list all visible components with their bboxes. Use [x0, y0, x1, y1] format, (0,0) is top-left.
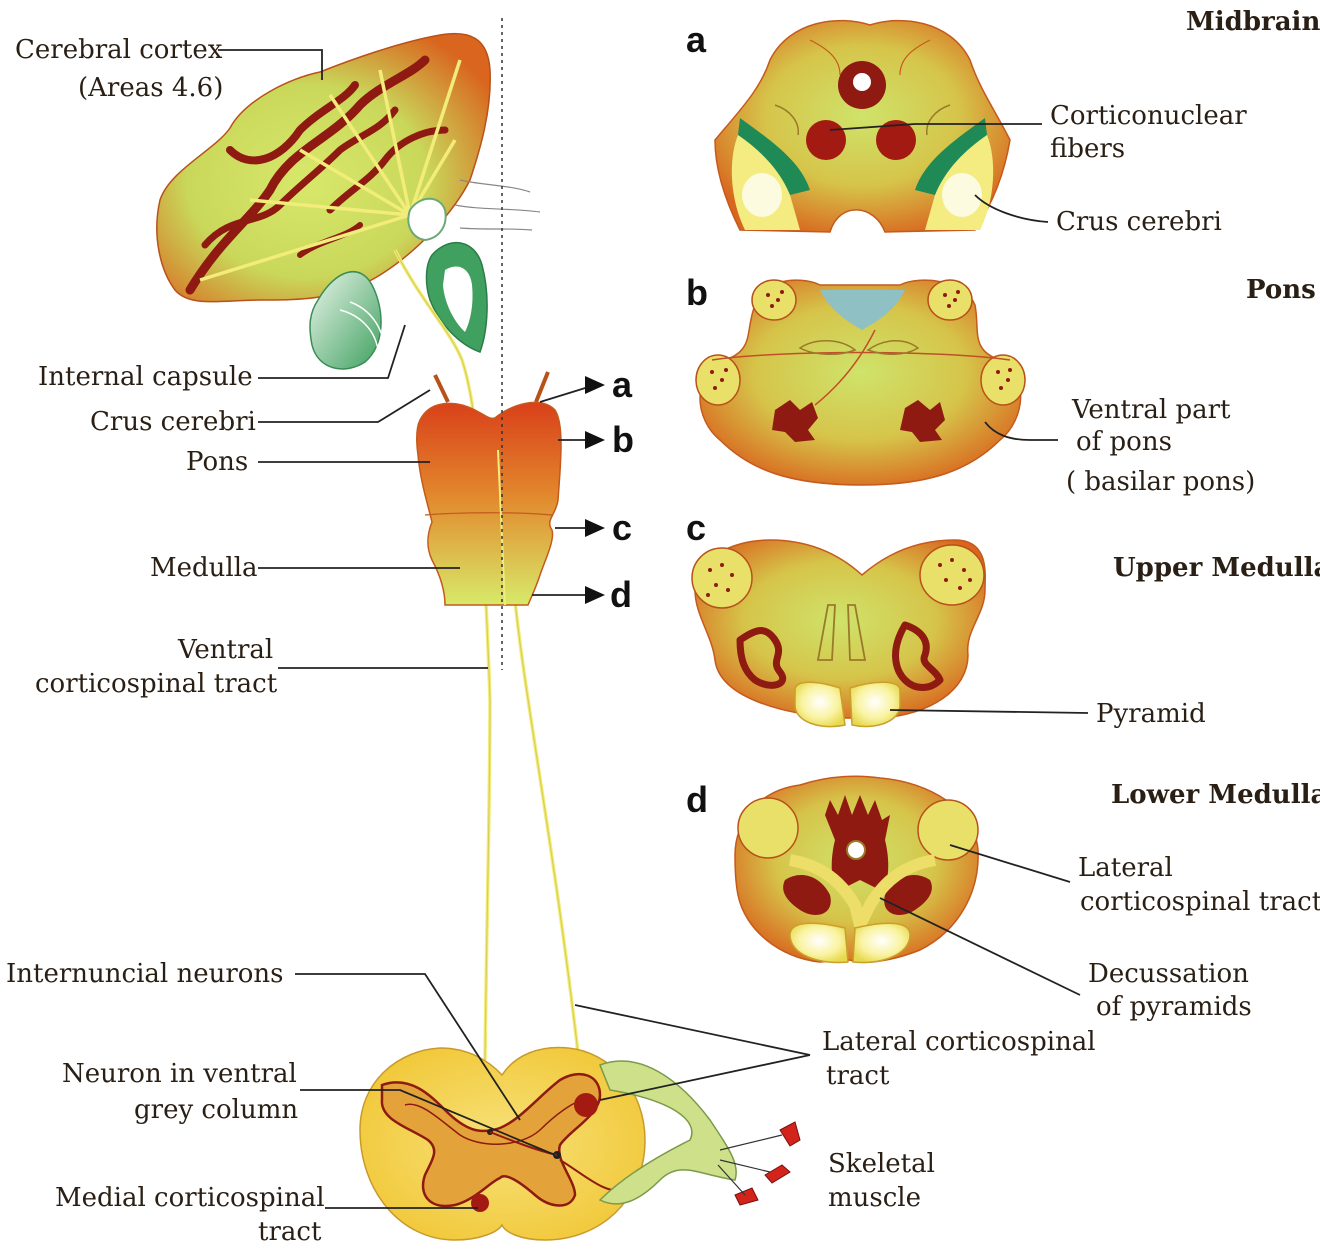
label-internuncial: Internuncial neurons — [6, 959, 284, 989]
cerebral-cortex-drawing — [156, 32, 491, 303]
section-c-letter: c — [686, 507, 706, 548]
section-d-label-lateral: Lateral — [1078, 853, 1173, 883]
section-b-label-basilar: ( basilar pons) — [1066, 467, 1255, 497]
level-marker-b: b — [612, 419, 634, 460]
label-skeletal-1: Skeletal — [828, 1149, 935, 1179]
level-arrows — [532, 376, 605, 604]
section-b-label-of-pons: of pons — [1076, 427, 1172, 457]
section-d-label-decussation: Decussation — [1088, 959, 1249, 989]
label-crus-cerebri: Crus cerebri — [90, 407, 256, 437]
internal-capsule-drawing — [309, 179, 541, 370]
section-d-label-of-pyramids: of pyramids — [1096, 992, 1252, 1022]
label-medial-1: Medial corticospinal — [55, 1183, 325, 1213]
label-neuron-2: grey column — [134, 1095, 298, 1125]
section-midbrain — [714, 19, 1011, 233]
label-neuron-1: Neuron in ventral — [62, 1059, 297, 1089]
section-upper-medulla — [691, 539, 986, 728]
section-d-title: Lower Medulla — [1111, 780, 1320, 810]
level-marker-a: a — [612, 364, 633, 405]
label-lateral-cst-2: tract — [826, 1061, 890, 1091]
skeletal-muscle-drawing — [717, 1121, 801, 1206]
section-a-letter: a — [686, 19, 707, 60]
section-b-letter: b — [686, 272, 708, 313]
label-lateral-cst-1: Lateral corticospinal — [822, 1027, 1096, 1057]
label-ventral-1: Ventral — [177, 635, 273, 665]
label-medial-2: tract — [258, 1217, 322, 1247]
section-d-label-corticospinal: corticospinal tract — [1080, 887, 1320, 917]
section-a-title: Midbrain — [1186, 7, 1320, 37]
label-ventral-2: corticospinal tract — [35, 669, 278, 699]
section-b-label-ventral: Ventral part — [1071, 395, 1231, 425]
level-marker-c: c — [612, 507, 632, 548]
section-c-label-pyramid: Pyramid — [1096, 699, 1206, 729]
section-b-title: Pons — [1246, 275, 1316, 305]
label-pons: Pons — [186, 447, 248, 477]
section-a-label-corticonuclear: Corticonuclear — [1050, 101, 1247, 131]
label-cerebral-cortex: Cerebral cortex — [15, 35, 223, 65]
label-internal-capsule: Internal capsule — [38, 362, 253, 392]
section-c-title: Upper Medulla — [1113, 553, 1320, 583]
section-pons — [695, 279, 1026, 486]
section-lower-medulla — [734, 775, 979, 964]
section-a-label-crus: Crus cerebri — [1056, 207, 1222, 237]
spinal-cord-drawing — [359, 1046, 737, 1241]
section-a-label-fibers: fibers — [1050, 134, 1125, 164]
level-marker-d: d — [610, 574, 632, 615]
label-areas: (Areas 4.6) — [78, 73, 223, 103]
label-skeletal-2: muscle — [828, 1183, 921, 1213]
section-d-letter: d — [686, 779, 708, 820]
brainstem-drawing — [415, 371, 562, 606]
label-medulla: Medulla — [150, 553, 258, 583]
